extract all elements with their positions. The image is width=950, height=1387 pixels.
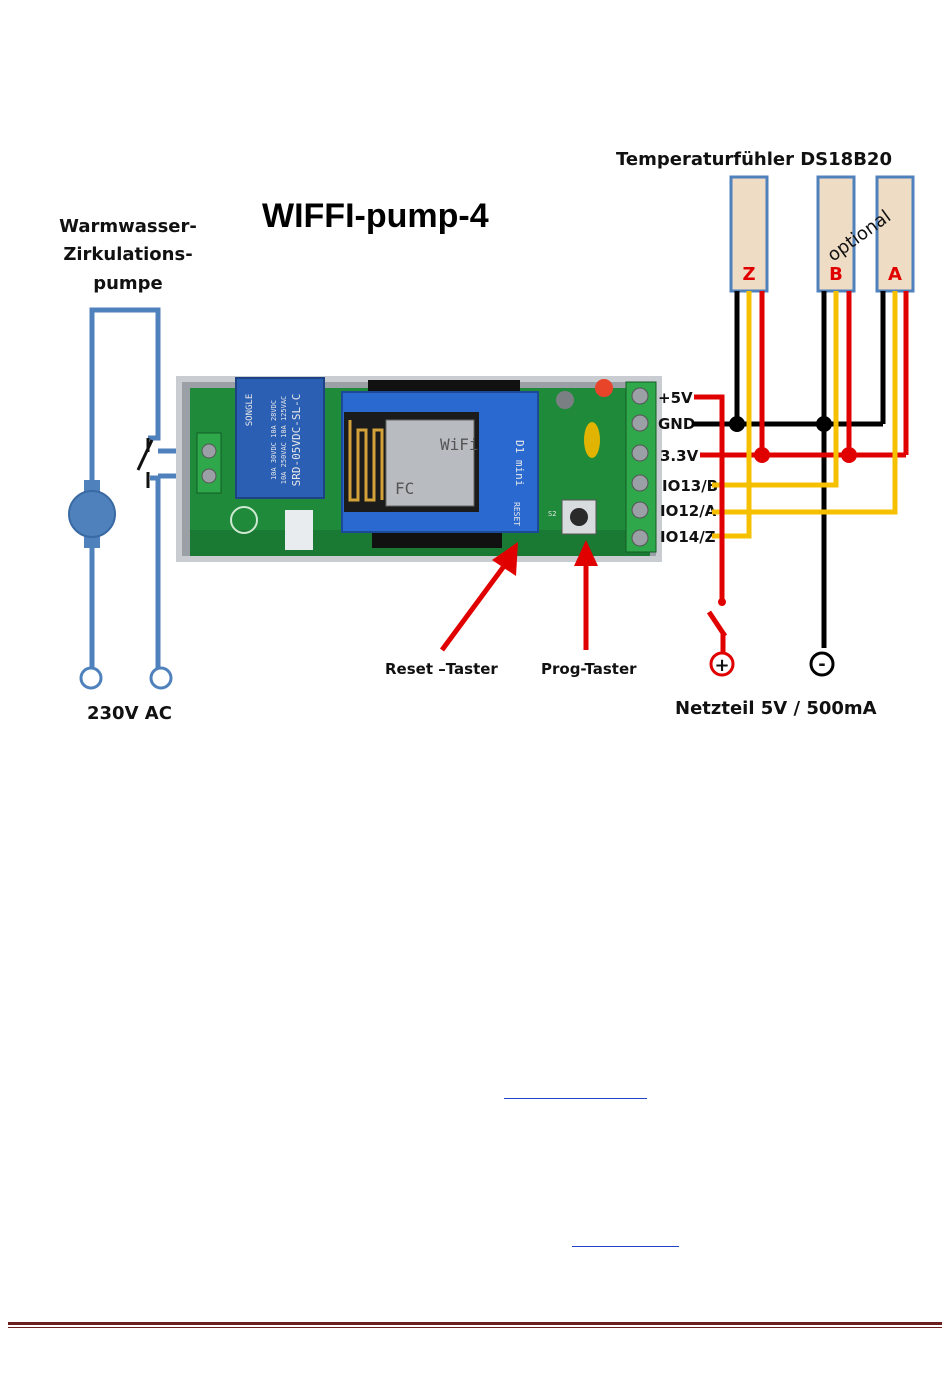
svg-text:SONGLE: SONGLE xyxy=(245,394,255,427)
mains-label: 230V AC xyxy=(87,703,172,724)
svg-text:A: A xyxy=(888,264,902,285)
link-underline-2[interactable] xyxy=(572,1246,679,1247)
pump-motor-icon xyxy=(69,480,115,548)
mains-terminal-left xyxy=(81,668,101,688)
svg-text:WiFi: WiFi xyxy=(440,435,479,454)
svg-text:RESET: RESET xyxy=(512,502,521,526)
terminal-io12: IO12/A xyxy=(660,502,717,520)
sensor-a: A xyxy=(877,177,913,291)
footer-rule-thin xyxy=(8,1327,942,1328)
sensor-z: Z xyxy=(731,177,767,291)
pump-label-line-3: pumpe xyxy=(93,273,163,294)
link-underline-1[interactable] xyxy=(504,1098,647,1099)
psu-plus-terminal: + xyxy=(711,653,733,676)
footer-rule xyxy=(8,1322,942,1325)
svg-text:10A 30VDC 10A 28VDC: 10A 30VDC 10A 28VDC xyxy=(270,400,278,480)
svg-text:FC: FC xyxy=(395,479,414,498)
relay: SRD-05VDC-SL-C 10A 250VAC 10A 125VAC 10A… xyxy=(236,378,324,498)
board-photo: SRD-05VDC-SL-C 10A 250VAC 10A 125VAC 10A… xyxy=(176,376,662,562)
pump-label: Warmwasser- Zirkulations- pumpe xyxy=(59,216,197,294)
terminal-labels: +5V GND 3.3V IO13/B IO12/A IO14/Z xyxy=(658,389,718,546)
svg-text:B: B xyxy=(829,264,843,285)
terminal-io13: IO13/B xyxy=(662,477,718,495)
psu-label: Netzteil 5V / 500mA xyxy=(675,698,877,719)
terminal-3v3: 3.3V xyxy=(660,447,699,465)
svg-text:SRD-05VDC-SL-C: SRD-05VDC-SL-C xyxy=(290,394,303,487)
terminal-block-left xyxy=(197,433,221,493)
pump-label-line-1: Warmwasser- xyxy=(59,216,197,237)
header-bottom xyxy=(372,532,502,548)
psu-minus-terminal: - xyxy=(811,653,833,675)
pump-label-line-2: Zirkulations- xyxy=(63,244,192,265)
svg-text:-: - xyxy=(818,654,825,675)
reset-label: Reset –Taster xyxy=(385,660,498,678)
terminal-block-right xyxy=(626,382,656,552)
svg-text:+: + xyxy=(714,655,729,676)
mains-terminal-right xyxy=(151,668,171,688)
terminal-5v: +5V xyxy=(658,389,693,407)
terminal-io14: IO14/Z xyxy=(660,528,716,546)
svg-text:10A 250VAC 10A 125VAC: 10A 250VAC 10A 125VAC xyxy=(280,396,288,485)
sensor-header: Temperaturfühler DS18B20 xyxy=(616,149,892,170)
prog-label: Prog-Taster xyxy=(541,660,637,678)
svg-text:Z: Z xyxy=(742,264,755,285)
terminal-gnd: GND xyxy=(658,415,695,433)
relay-switch-symbol xyxy=(138,438,152,488)
diagram-title: WIFFI-pump-4 xyxy=(262,197,489,235)
svg-text:S2: S2 xyxy=(548,510,556,518)
svg-text:D1 mini: D1 mini xyxy=(513,440,526,486)
